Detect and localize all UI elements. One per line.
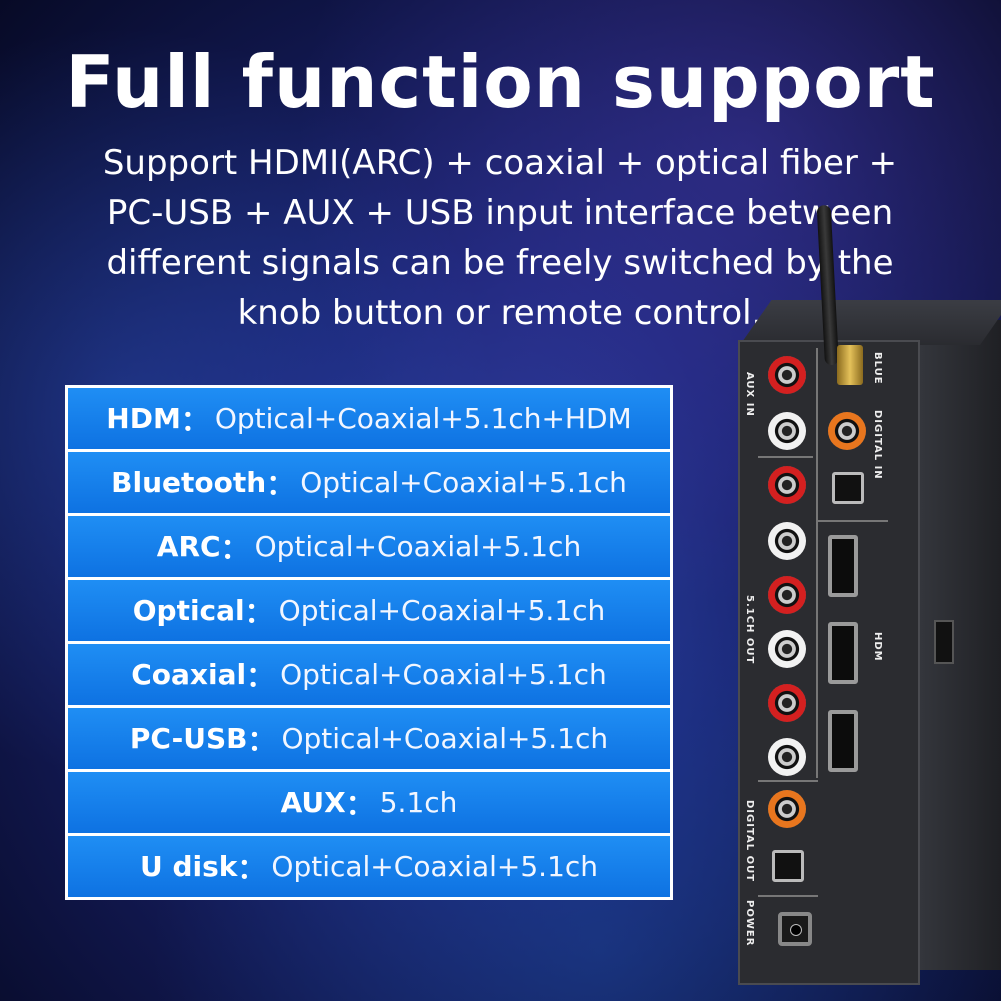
rca-red-jack-icon: [768, 356, 806, 394]
row-mode: Bluetooth: [111, 466, 267, 499]
row-outputs: Optical+Coaxial+5.1ch: [281, 722, 609, 755]
coaxial-out-jack-icon: [768, 790, 806, 828]
row-separator: ：: [237, 851, 266, 885]
label-digital-out: DIGITAL OUT: [744, 800, 755, 883]
dc-power-jack-icon: [778, 912, 812, 946]
device-top-panel: [740, 300, 1001, 345]
optical-in-port-icon: [832, 472, 864, 504]
row-outputs: Optical+Coaxial+5.1ch: [271, 850, 599, 883]
label-aux-in: AUX IN: [744, 372, 755, 417]
rca-white-jack-icon: [768, 522, 806, 560]
usb-port-icon: [934, 620, 954, 664]
panel-divider: [818, 520, 888, 522]
label-digital-in: DIGITAL IN: [872, 410, 883, 480]
row-mode: HDM: [106, 402, 181, 435]
panel-divider: [758, 780, 818, 782]
row-outputs: Optical+Coaxial+5.1ch: [278, 594, 606, 627]
rca-white-jack-icon: [768, 738, 806, 776]
hdmi2-in-port-icon: [828, 622, 858, 684]
device-side-panel: [920, 320, 1001, 970]
table-row: ARC：Optical+Coaxial+5.1ch: [68, 516, 670, 577]
panel-divider: [758, 456, 813, 458]
row-separator: ：: [246, 659, 275, 693]
table-row: Bluetooth：Optical+Coaxial+5.1ch: [68, 452, 670, 513]
rca-red-jack-icon: [768, 684, 806, 722]
row-outputs: 5.1ch: [379, 786, 458, 819]
optical-out-port-icon: [772, 850, 804, 882]
table-row: U disk：Optical+Coaxial+5.1ch: [68, 836, 670, 897]
panel-divider: [758, 895, 818, 897]
row-mode: Coaxial: [131, 658, 247, 691]
row-outputs: Optical+Coaxial+5.1ch: [254, 530, 582, 563]
row-separator: ：: [244, 595, 273, 629]
rca-white-jack-icon: [768, 412, 806, 450]
hdmi1-in-port-icon: [828, 535, 858, 597]
row-mode: U disk: [139, 850, 238, 883]
rca-white-jack-icon: [768, 630, 806, 668]
row-separator: ：: [247, 723, 276, 757]
rca-red-jack-icon: [768, 576, 806, 614]
rca-red-jack-icon: [768, 466, 806, 504]
hdmi-out-port-icon: [828, 710, 858, 772]
subtitle-line: Support HDMI(ARC) + coaxial + optical fi…: [102, 143, 898, 183]
panel-divider: [816, 348, 818, 778]
table-row: Coaxial：Optical+Coaxial+5.1ch: [68, 644, 670, 705]
row-separator: ：: [266, 467, 295, 501]
table-row: HDM：Optical+Coaxial+5.1ch+HDM: [68, 388, 670, 449]
subtitle: Support HDMI(ARC) + coaxial + optical fi…: [60, 138, 940, 338]
subtitle-line: PC-USB + AUX + USB input interface betwe…: [106, 193, 894, 233]
table-row: AUX：5.1ch: [68, 772, 670, 833]
table-row: PC-USB：Optical+Coaxial+5.1ch: [68, 708, 670, 769]
row-separator: ：: [220, 531, 249, 565]
label-5-1ch-out: 5.1CH OUT: [744, 595, 755, 665]
row-separator: ：: [345, 787, 374, 821]
row-mode: AUX: [280, 786, 346, 819]
row-mode: Optical: [132, 594, 245, 627]
row-mode: ARC: [156, 530, 221, 563]
row-outputs: Optical+Coaxial+5.1ch+HDM: [214, 402, 632, 435]
subtitle-line: knob button or remote control.: [237, 293, 763, 333]
subtitle-line: different signals can be freely switched…: [106, 243, 894, 283]
row-outputs: Optical+Coaxial+5.1ch: [300, 466, 627, 499]
table-row: Optical：Optical+Coaxial+5.1ch: [68, 580, 670, 641]
row-separator: ：: [180, 403, 209, 437]
page-title: Full function support: [65, 40, 936, 124]
mode-output-table: HDM：Optical+Coaxial+5.1ch+HDM Bluetooth：…: [65, 385, 673, 900]
row-mode: PC-USB: [129, 722, 248, 755]
antenna-connector-icon: [837, 345, 863, 385]
label-blue: BLUE: [872, 352, 883, 385]
label-power: POWER: [744, 900, 755, 947]
row-outputs: Optical+Coaxial+5.1ch: [280, 658, 607, 691]
label-hdm: HDM: [872, 632, 883, 662]
coaxial-in-jack-icon: [828, 412, 866, 450]
